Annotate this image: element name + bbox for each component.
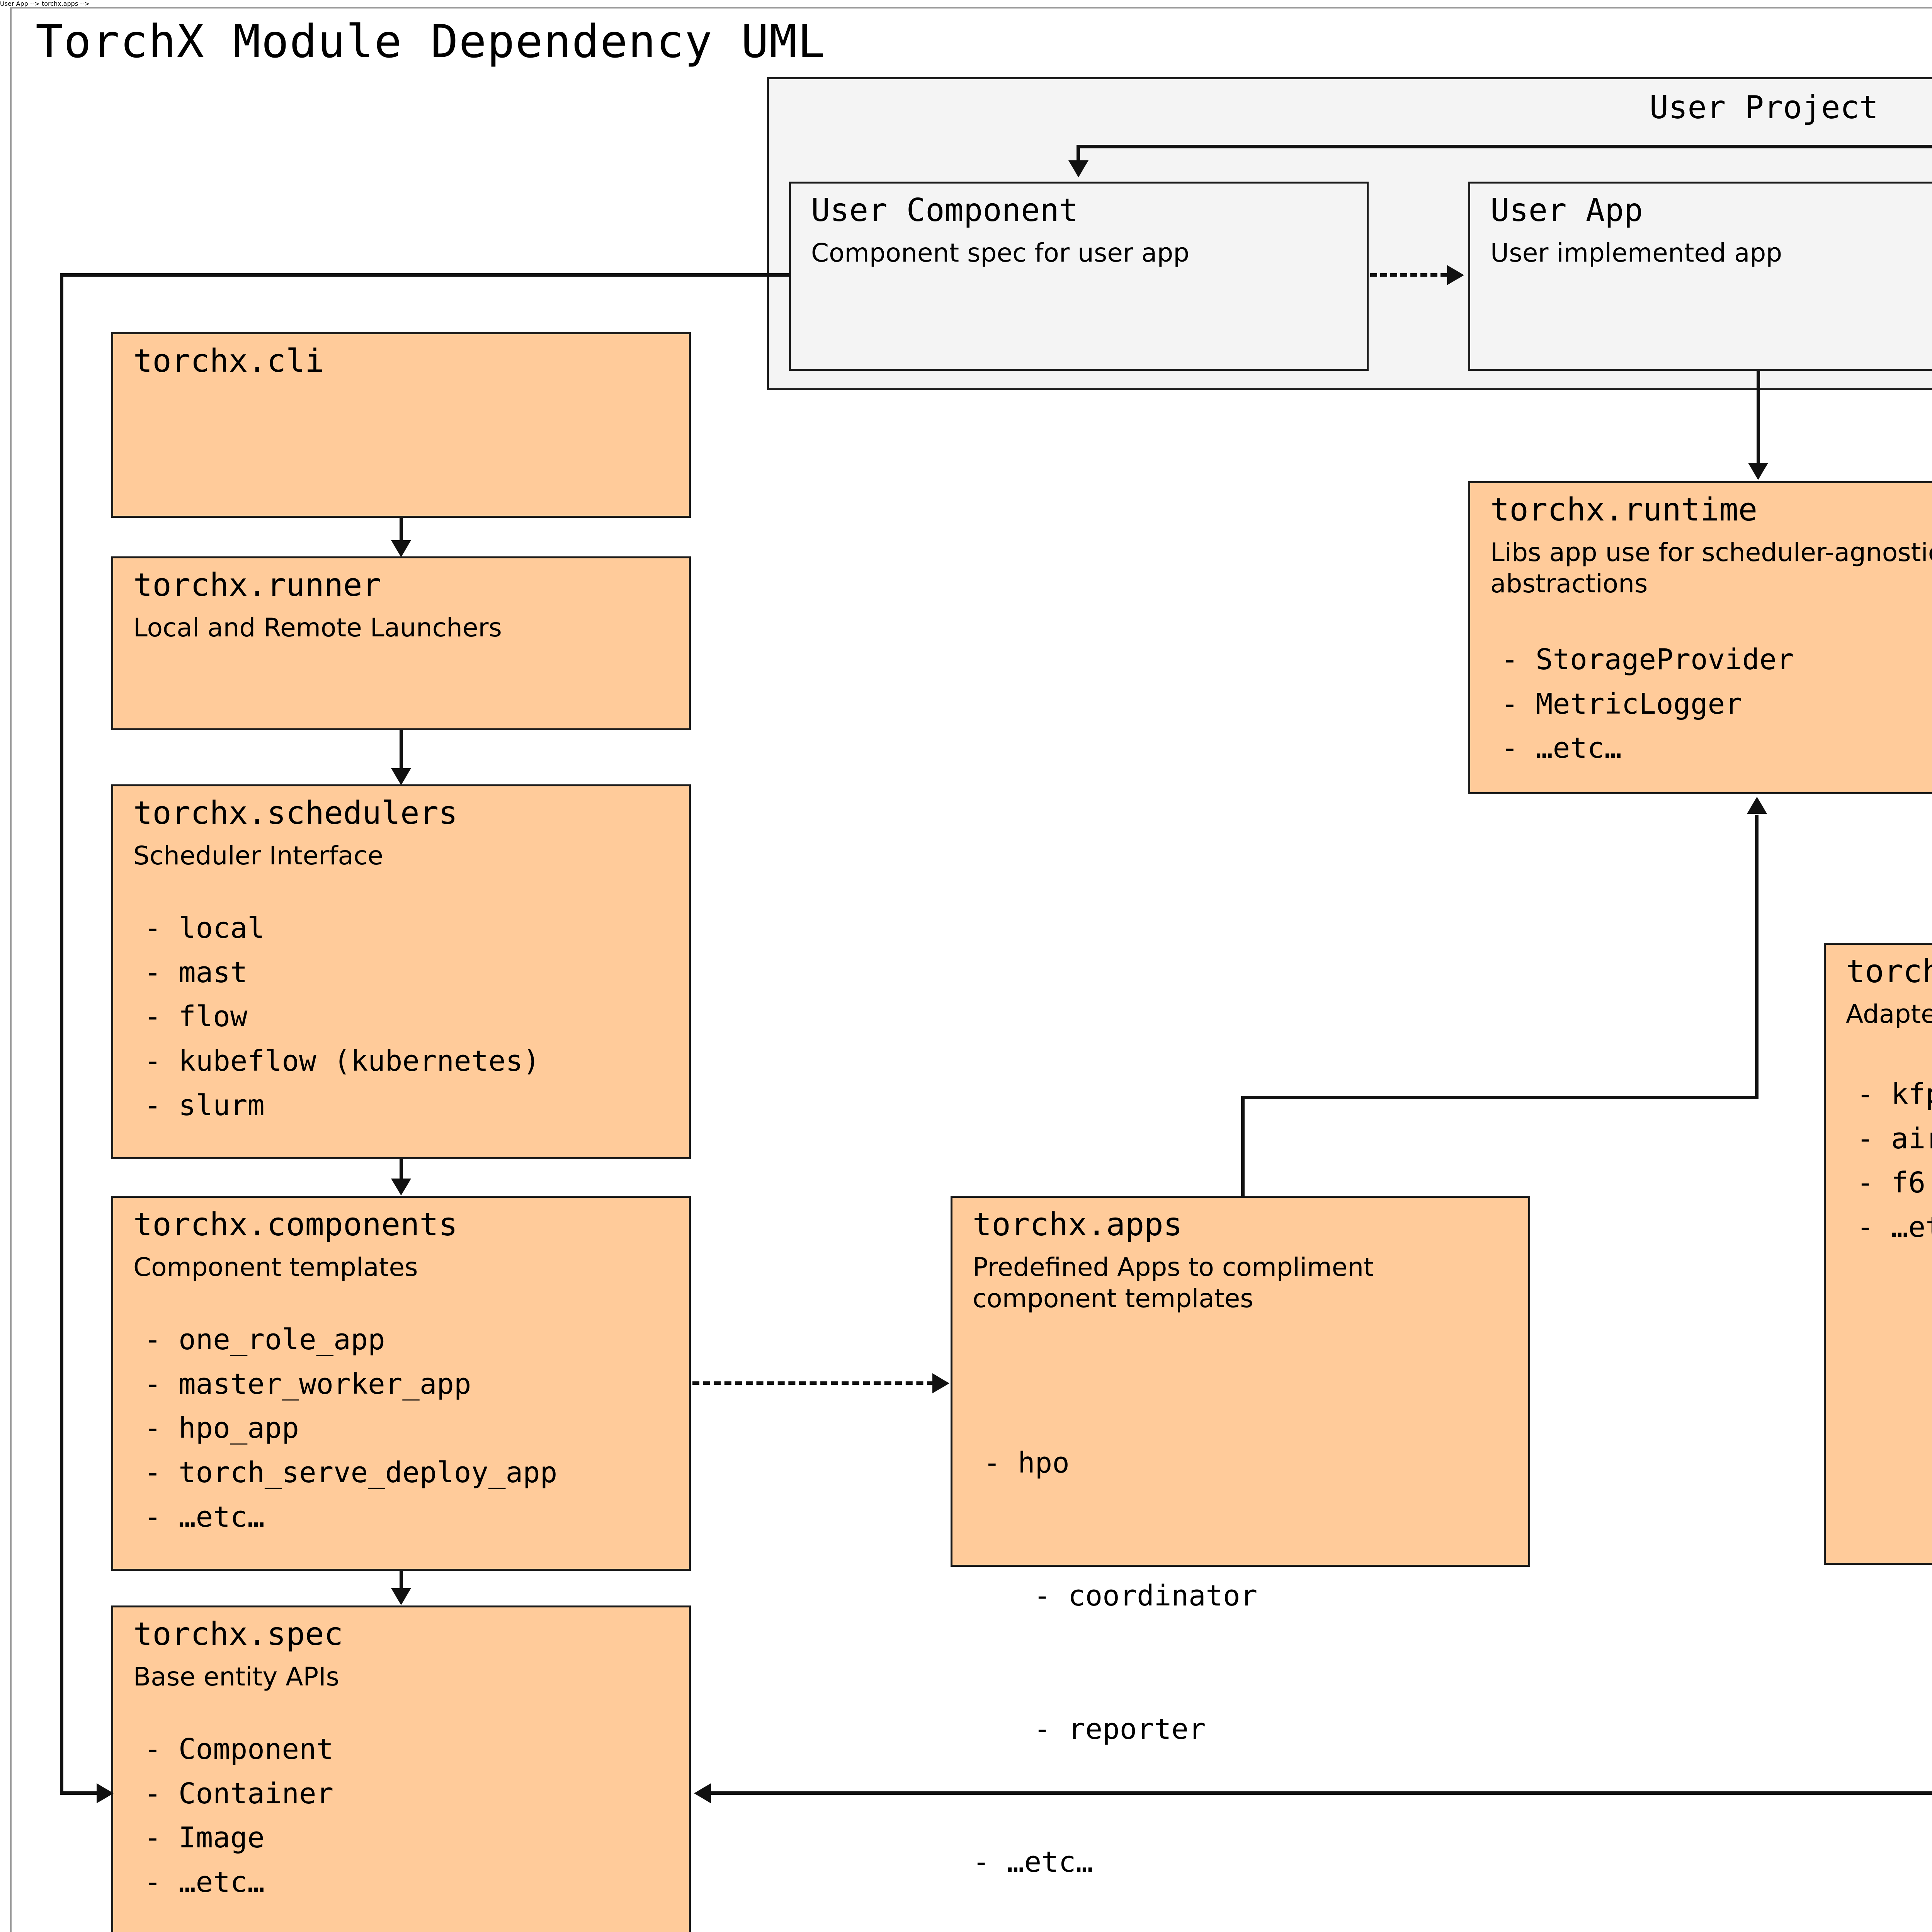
edge-components-to-apps-dashed bbox=[692, 1381, 934, 1385]
apps-item-etc: - …etc… bbox=[973, 1845, 1093, 1879]
node-torchx-cli[interactable]: torchx.cli bbox=[111, 332, 691, 518]
node-user-app[interactable]: User App User implemented app bbox=[1468, 182, 1932, 371]
group-user-project-title: User Project bbox=[1649, 89, 1879, 126]
node-torchx-runtime-items: - StorageProvider - MetricLogger - …etc… bbox=[1501, 643, 1794, 765]
node-torchx-schedulers-title: torchx.schedulers bbox=[133, 795, 458, 832]
node-torchx-apps-title: torchx.apps bbox=[973, 1206, 1183, 1243]
edge-component-to-spec-h2 bbox=[60, 1791, 100, 1795]
node-torchx-cli-title: torchx.cli bbox=[133, 343, 324, 379]
node-user-app-title: User App bbox=[1490, 192, 1643, 229]
node-torchx-components-title: torchx.components bbox=[133, 1206, 458, 1243]
node-torchx-schedulers-items: - local - mast - flow - kubeflow (kubern… bbox=[144, 912, 540, 1122]
edge-schedulers-to-components-v bbox=[400, 1159, 403, 1181]
node-torchx-runner[interactable]: torchx.runner Local and Remote Launchers bbox=[111, 556, 691, 730]
node-torchx-runtime-subtitle: Libs app use for scheduler-agnostic abst… bbox=[1490, 537, 1932, 599]
edge-component-to-app-arrowhead bbox=[1447, 265, 1464, 285]
edge-app-to-runtime-v bbox=[1757, 371, 1760, 464]
node-torchx-apps-items: - hpo - coordinator - reporter - …etc… bbox=[973, 1352, 1258, 1932]
node-torchx-pipelines-items: - kfp - airflow - f6 - …etc… bbox=[1857, 1078, 1932, 1244]
node-torchx-pipelines-title: torchx.pipelines bbox=[1846, 953, 1932, 990]
node-torchx-spec-items: - Component - Container - Image - …etc… bbox=[144, 1733, 334, 1899]
node-torchx-schedulers-subtitle: Scheduler Interface bbox=[133, 841, 383, 871]
edge-schedulers-to-components-arrowhead bbox=[391, 1179, 411, 1196]
edge-pipeline-to-component-v2 bbox=[1077, 145, 1080, 165]
node-torchx-components[interactable]: torchx.components Component templates - … bbox=[111, 1196, 691, 1571]
node-torchx-runner-title: torchx.runner bbox=[133, 567, 381, 604]
node-user-component-subtitle: Component spec for user app bbox=[811, 238, 1190, 268]
edge-component-to-app-dashed bbox=[1370, 273, 1447, 277]
node-torchx-pipelines[interactable]: torchx.pipelines Adapters to Pipeline Pl… bbox=[1824, 943, 1932, 1565]
edge-pipelines-to-spec-h bbox=[711, 1791, 1932, 1795]
node-user-component[interactable]: User Component Component spec for user a… bbox=[789, 182, 1369, 371]
node-torchx-runtime-title: torchx.runtime bbox=[1490, 492, 1758, 528]
node-torchx-spec-title: torchx.spec bbox=[133, 1616, 344, 1653]
edge-component-to-spec-v bbox=[60, 273, 63, 1794]
node-torchx-spec-subtitle: Base entity APIs bbox=[133, 1662, 340, 1692]
edge-components-to-spec-v bbox=[400, 1571, 403, 1589]
edge-component-to-spec-h1 bbox=[60, 273, 790, 277]
edge-runner-to-schedulers-arrowhead bbox=[391, 768, 411, 785]
edge-apps-to-runtime-v2 bbox=[1755, 815, 1759, 1097]
apps-item-reporter: - reporter bbox=[1034, 1712, 1206, 1746]
edge-components-to-spec-arrowhead bbox=[391, 1588, 411, 1605]
edge-pipelines-to-spec-arrowhead bbox=[694, 1783, 711, 1803]
edge-runner-to-schedulers-v bbox=[400, 730, 403, 769]
apps-item-coordinator: - coordinator bbox=[1034, 1579, 1258, 1613]
edge-pipeline-to-component-arrowhead bbox=[1068, 160, 1088, 177]
node-torchx-apps[interactable]: torchx.apps Predefined Apps to complimen… bbox=[951, 1196, 1530, 1879]
node-torchx-runtime[interactable]: torchx.runtime Libs app use for schedule… bbox=[1468, 481, 1932, 794]
apps-item-hpo: - hpo bbox=[983, 1446, 1070, 1480]
node-torchx-pipelines-subtitle: Adapters to Pipeline Platforms bbox=[1846, 999, 1932, 1029]
page-title: TorchX Module Dependency UML bbox=[36, 15, 826, 68]
node-torchx-apps-subtitle: Predefined Apps to compliment component … bbox=[973, 1252, 1374, 1313]
node-torchx-components-items: - one_role_app - master_worker_app - hpo… bbox=[144, 1323, 558, 1534]
edge-apps-to-runtime-h bbox=[1241, 1096, 1759, 1099]
node-user-app-subtitle: User implemented app bbox=[1490, 238, 1782, 268]
edge-cli-to-runner-v bbox=[400, 518, 403, 542]
node-torchx-components-subtitle: Component templates bbox=[133, 1252, 418, 1282]
node-torchx-spec[interactable]: torchx.spec Base entity APIs - Component… bbox=[111, 1605, 691, 1932]
edge-pipeline-to-component-h bbox=[1077, 145, 1932, 148]
node-torchx-schedulers[interactable]: torchx.schedulers Scheduler Interface - … bbox=[111, 784, 691, 1159]
edge-apps-to-runtime-arrowhead bbox=[1747, 797, 1767, 814]
edge-cli-to-runner-arrowhead bbox=[391, 540, 411, 557]
node-user-component-title: User Component bbox=[811, 192, 1078, 229]
edge-components-to-apps-arrowhead bbox=[932, 1373, 949, 1393]
edge-component-to-spec-arrowhead bbox=[97, 1783, 114, 1803]
node-torchx-runner-subtitle: Local and Remote Launchers bbox=[133, 613, 502, 643]
edge-apps-to-runtime-v1 bbox=[1241, 1096, 1245, 1197]
edge-app-to-runtime-arrowhead bbox=[1748, 463, 1768, 480]
